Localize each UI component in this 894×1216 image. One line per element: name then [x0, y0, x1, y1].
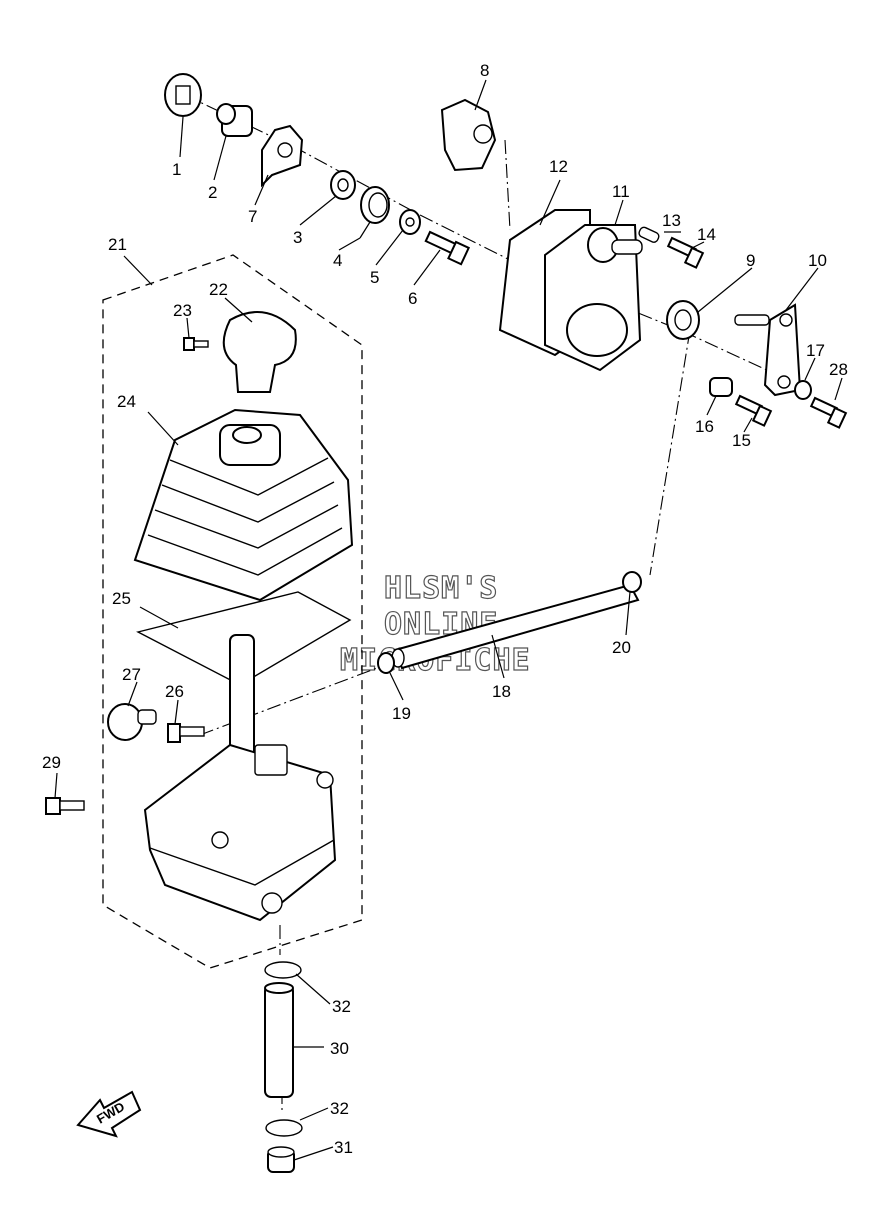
part-24-boot[interactable] — [133, 408, 354, 602]
part-16-collar[interactable] — [709, 377, 733, 397]
callout-labels: 1 2 3 4 5 6 7 8 9 10 11 12 13 14 15 16 1… — [42, 61, 848, 1157]
callout-19: 19 — [392, 704, 411, 723]
callout-15: 15 — [732, 431, 751, 450]
part-31-cap[interactable] — [267, 1146, 295, 1173]
callout-21: 21 — [108, 235, 127, 254]
part-11-cover-housing[interactable] — [544, 224, 643, 372]
part-20-nut[interactable] — [622, 571, 642, 593]
callout-32-lower: 32 — [330, 1099, 349, 1118]
callout-5: 5 — [370, 268, 379, 287]
part-14-bolt[interactable] — [666, 236, 705, 269]
part-26-bolt[interactable] — [167, 723, 205, 743]
callout-7: 7 — [248, 207, 257, 226]
callout-30: 30 — [330, 1039, 349, 1058]
callout-13: 13 — [662, 211, 681, 230]
watermark: HLSM'S ONLINE MICROFICHE — [339, 570, 530, 678]
part-15-bolt[interactable] — [734, 394, 773, 427]
callout-14: 14 — [697, 225, 716, 244]
part-8-shift-arm[interactable] — [440, 98, 497, 172]
part-2-collar[interactable] — [216, 103, 253, 137]
callout-12: 12 — [549, 157, 568, 176]
callout-24: 24 — [117, 392, 136, 411]
part-13-pin[interactable] — [638, 226, 660, 244]
part-32-circlip-lower[interactable] — [265, 1119, 303, 1137]
callout-25: 25 — [112, 589, 131, 608]
callout-20: 20 — [612, 638, 631, 657]
part-4-spring[interactable] — [359, 186, 390, 239]
callout-6: 6 — [408, 289, 417, 308]
callout-23: 23 — [173, 301, 192, 320]
part-19-bushing[interactable] — [377, 652, 395, 674]
part-30-tube[interactable] — [264, 982, 294, 1098]
callout-17: 17 — [806, 341, 825, 360]
shift-shaft[interactable] — [229, 634, 255, 761]
callout-22: 22 — [209, 280, 228, 299]
part-5-washer[interactable] — [399, 209, 421, 235]
part-32-circlip-upper[interactable] — [264, 961, 302, 979]
part-3-washer[interactable] — [330, 170, 356, 200]
callout-28: 28 — [829, 360, 848, 379]
callout-16: 16 — [695, 417, 714, 436]
callout-32-upper: 32 — [332, 997, 351, 1016]
callout-9: 9 — [746, 251, 755, 270]
part-22-knob[interactable] — [222, 311, 297, 393]
shift-base-housing[interactable] — [143, 743, 337, 922]
part-7-gear-lever[interactable] — [261, 124, 304, 188]
callout-2: 2 — [208, 183, 217, 202]
part-18-rod[interactable] — [391, 583, 640, 670]
callout-18: 18 — [492, 682, 511, 701]
part-10-lever[interactable] — [734, 303, 802, 397]
part-28-bolt[interactable] — [809, 396, 848, 429]
callout-27: 27 — [122, 665, 141, 684]
part-17-washer[interactable] — [794, 380, 812, 400]
fwd-arrow-icon: FWD — [76, 1090, 142, 1138]
callout-11: 11 — [612, 182, 630, 201]
callout-3: 3 — [293, 228, 302, 247]
callout-1: 1 — [172, 160, 181, 179]
leader-lines — [54, 79, 843, 1161]
part-9-oil-seal[interactable] — [666, 300, 700, 340]
callout-26: 26 — [165, 682, 184, 701]
part-23-screw[interactable] — [183, 337, 209, 351]
part-1-plate[interactable] — [164, 73, 202, 117]
callout-29: 29 — [42, 753, 61, 772]
watermark-line-1: HLSM'S — [384, 571, 498, 606]
callout-4: 4 — [333, 251, 342, 270]
part-27-ball-joint[interactable] — [107, 703, 157, 741]
assembly-21-boundary — [102, 254, 363, 969]
callout-8: 8 — [480, 61, 489, 80]
callout-31: 31 — [334, 1138, 353, 1157]
part-6-bolt[interactable] — [424, 230, 471, 266]
part-29-bolt[interactable] — [45, 797, 85, 815]
callout-10: 10 — [808, 251, 827, 270]
